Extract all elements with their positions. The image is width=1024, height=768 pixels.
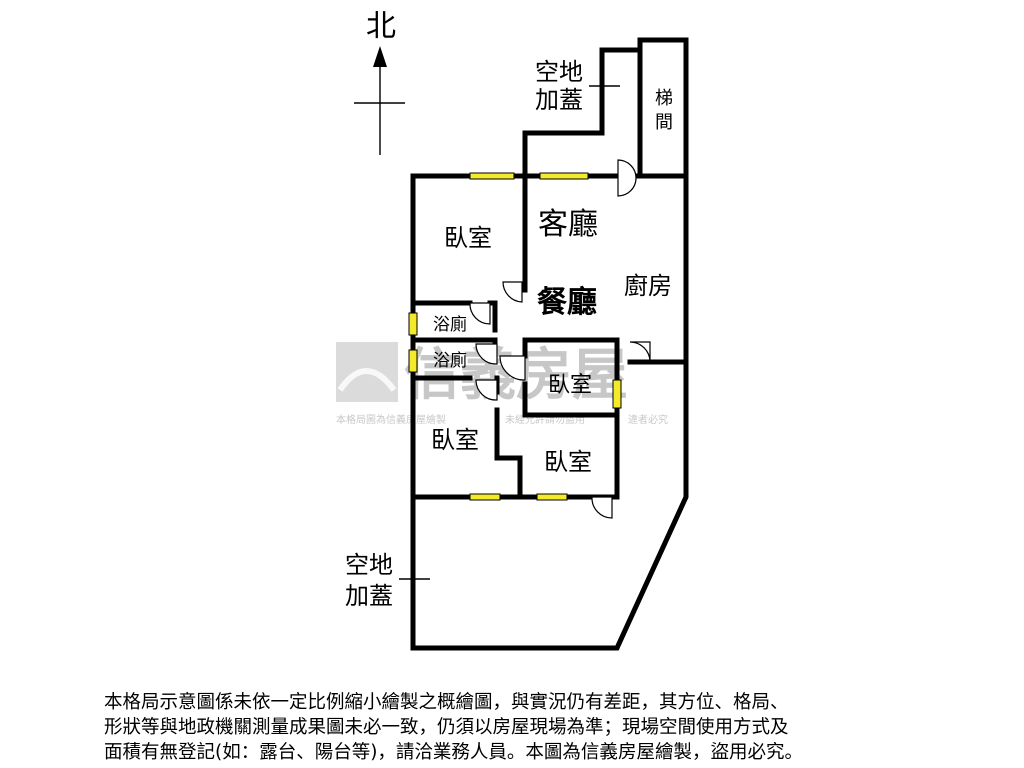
bedroom-sw-label: 臥室	[431, 426, 479, 454]
disclaimer-line-3: 面積有無登記(如：露台、陽台等)，請洽業務人員。本圖為信義房屋繪製，盜用必究。	[104, 742, 803, 763]
open-space-top-line2: 加蓋	[535, 86, 583, 114]
living-room-label: 客廳	[538, 207, 598, 242]
wall-sw-bedroom	[494, 455, 523, 500]
bedroom-center-label: 臥室	[548, 373, 592, 398]
north-extension-wall	[522, 37, 689, 179]
watermark-logo-mark	[337, 368, 397, 392]
bathroom-1-label: 浴廁	[433, 314, 467, 335]
disclaimer-line-1: 本格局示意圖係未依一定比例縮小繪製之概繪圖，與實況仍有差距，其方位、格局、	[104, 692, 789, 713]
open-space-bottom-line1: 空地	[345, 551, 393, 579]
window-south-2	[536, 493, 568, 501]
interior-walls	[410, 173, 689, 500]
stairs-line1: 梯	[655, 88, 673, 109]
outer-wall	[410, 173, 689, 651]
door-living-dining	[502, 281, 523, 303]
watermark-notice-right: 違者必究	[628, 413, 668, 426]
window-bath-2	[408, 349, 418, 373]
windows	[408, 172, 622, 501]
bathroom-2-label: 浴廁	[433, 350, 467, 371]
window-south-1	[469, 493, 501, 501]
window-bath-1	[408, 312, 418, 336]
bedroom-nw-label: 臥室	[444, 224, 492, 252]
door-kitchen	[629, 341, 651, 363]
open-space-top-line1: 空地	[535, 58, 583, 86]
disclaimer: 本格局示意圖係未依一定比例縮小繪製之概繪圖，與實況仍有差距，其方位、格局、 形狀…	[104, 690, 1004, 765]
room-labels: 空地 加蓋 梯 間 客廳 餐廳 廚房 臥室 浴廁 浴廁 臥室 臥室 臥室 空地 …	[345, 58, 673, 610]
open-space-bottom-line2: 加蓋	[345, 582, 393, 610]
door-bath-1	[469, 302, 491, 325]
window-center-bedroom	[612, 379, 622, 409]
doors	[469, 159, 651, 519]
door-living-stair	[617, 159, 637, 197]
door-bedroom-sw	[475, 379, 498, 401]
floor-plan: 北 信義房屋 本格局圖為信義房屋繪製 未經允許請勿盜用 違者必究	[336, 9, 689, 651]
dining-room-label: 餐廳	[537, 285, 597, 320]
disclaimer-line-2: 形狀等與地政機關測量成果圖未必一致，仍須以房屋現場為準；現場空間使用方式及	[104, 717, 789, 738]
wall-center-bedroom	[522, 337, 620, 500]
door-bedroom-center	[499, 355, 526, 381]
north-label: 北	[366, 9, 396, 44]
stairs-line2: 間	[655, 112, 673, 133]
bedroom-s-label: 臥室	[544, 448, 592, 476]
door-bath-2	[475, 343, 498, 365]
north-compass: 北	[354, 9, 405, 155]
kitchen-label: 廚房	[624, 272, 672, 300]
window-north-1	[469, 172, 515, 180]
window-north-2	[539, 172, 589, 180]
door-bedroom-south	[591, 496, 613, 519]
north-arrow-icon	[373, 46, 387, 67]
watermark-notice-left: 本格局圖為信義房屋繪製	[336, 413, 446, 426]
